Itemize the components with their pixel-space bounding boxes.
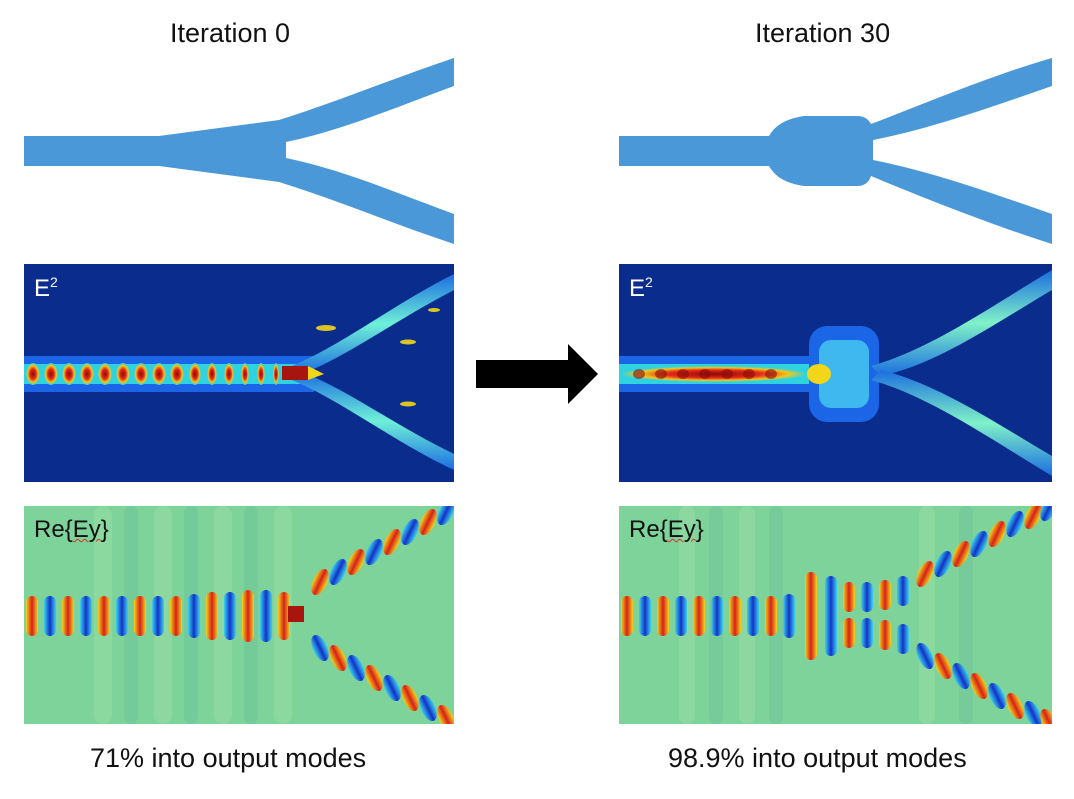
right-intensity-label: E2 (629, 274, 653, 302)
right-field-label: Re{Ey} (629, 516, 704, 543)
left-waveguide-geometry (24, 58, 454, 244)
right-waveguide-geometry (619, 58, 1052, 244)
left-intensity-label: E2 (34, 274, 58, 302)
left-caption: 71% into output modes (90, 743, 367, 773)
left-field-map: Re{Ey} (24, 506, 454, 724)
left-column-title: Iteration 0 (170, 18, 291, 48)
right-caption: 98.9% into output modes (668, 743, 967, 773)
right-column-title: Iteration 30 (755, 18, 891, 48)
iteration-arrow-icon (476, 344, 598, 409)
left-intensity-map: E2 (24, 264, 454, 482)
right-intensity-map: E2 (619, 264, 1052, 482)
left-field-label: Re{Ey} (34, 516, 109, 543)
right-field-map: Re{Ey} (619, 506, 1052, 724)
